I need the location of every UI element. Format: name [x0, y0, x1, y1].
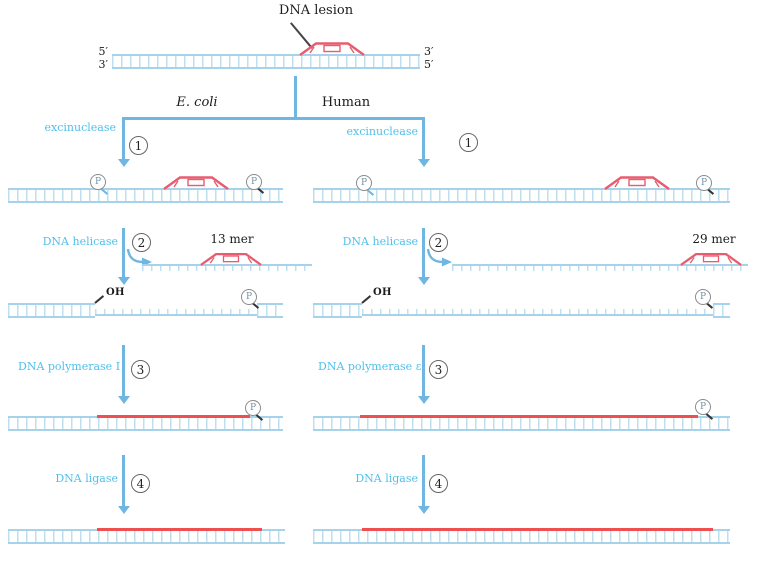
human-step2-arrow — [422, 228, 425, 278]
human-repaired-dna — [313, 529, 730, 544]
ecoli-step1-number: 1 — [129, 136, 148, 155]
human-sealed-new-strand — [362, 528, 713, 531]
ecoli-step2-number: 2 — [132, 233, 151, 252]
human-excinuclease-label: excinuclease — [346, 125, 418, 138]
ecoli-gap-single-strand — [95, 303, 257, 316]
phosphate-badge: P — [90, 174, 106, 190]
human-fragment-size-label: 29 mer — [692, 232, 736, 246]
human-step3-number: 3 — [429, 360, 448, 379]
phosphate-badge: P — [695, 289, 711, 305]
human-release-curve-arrow — [426, 249, 452, 267]
strand-end-3prime-right: 3′ — [424, 45, 434, 58]
human-gapped-duplex-left — [313, 303, 362, 318]
ecoli-lesion-bump-icon — [163, 176, 229, 190]
phosphate-badge: P — [241, 289, 257, 305]
human-excised-29mer-strand — [452, 264, 748, 275]
branch-label-human: Human — [321, 95, 371, 110]
ecoli-helicase-label: DNA helicase — [42, 235, 118, 248]
human-helicase-label: DNA helicase — [342, 235, 418, 248]
damaged-dna-duplex — [112, 54, 420, 69]
phosphate-badge: P — [696, 175, 712, 191]
phosphate-badge: P — [246, 174, 262, 190]
ecoli-step3-number: 3 — [131, 360, 150, 379]
ecoli-step3-arrow — [122, 345, 125, 397]
ecoli-fragment-size-label: 13 mer — [210, 232, 254, 246]
human-ligase-label: DNA ligase — [355, 472, 418, 485]
ecoli-dna-after-excision — [8, 188, 283, 203]
phosphate-badge: P — [695, 399, 711, 415]
hydroxyl-label: OH — [106, 287, 125, 298]
ecoli-step4-arrow — [122, 455, 125, 507]
human-step4-number: 4 — [429, 474, 448, 493]
human-step1-number: 1 — [459, 133, 478, 152]
dna-lesion-bump-icon — [299, 42, 365, 56]
human-new-dna-strand — [360, 415, 698, 418]
ecoli-gapped-duplex-left — [8, 303, 95, 318]
human-lesion-bump-icon — [604, 176, 670, 190]
human-dna-after-excision — [313, 188, 730, 203]
human-step2-number: 2 — [429, 233, 448, 252]
human-step1-arrow — [422, 117, 425, 160]
human-29mer-lesion-icon — [680, 253, 742, 266]
ecoli-step2-arrow — [122, 228, 125, 278]
ecoli-repaired-dna — [8, 529, 285, 544]
human-polymerase-label: DNA polymerase ε — [318, 360, 422, 373]
human-resynthesized-dna — [313, 416, 730, 431]
ecoli-polymerase-label: DNA polymerase I — [18, 360, 121, 373]
ecoli-new-dna-strand — [97, 415, 250, 418]
branch-horizontal-line — [122, 117, 424, 120]
ecoli-gapped-duplex-right — [257, 303, 283, 318]
ecoli-13mer-lesion-icon — [200, 253, 262, 266]
ecoli-ligase-label: DNA ligase — [55, 472, 118, 485]
ecoli-step4-number: 4 — [131, 474, 150, 493]
strand-end-3prime-left: 3′ — [98, 58, 109, 71]
strand-end-5prime-right: 5′ — [424, 58, 434, 71]
branch-stem-line — [294, 76, 297, 118]
hydroxyl-label: OH — [373, 287, 392, 298]
human-gapped-duplex-right — [713, 303, 730, 318]
ecoli-excised-13mer-strand — [142, 264, 312, 275]
ecoli-step1-arrow — [122, 117, 125, 160]
ecoli-excinuclease-label: excinuclease — [44, 121, 116, 134]
dna-lesion-label: DNA lesion — [278, 3, 354, 18]
ecoli-resynthesized-dna — [8, 416, 283, 431]
phosphate-badge: P — [356, 175, 372, 191]
human-step4-arrow — [422, 455, 425, 507]
branch-label-ecoli: E. coli — [176, 95, 218, 110]
ecoli-sealed-new-strand — [97, 528, 262, 531]
strand-end-5prime-left: 5′ — [98, 45, 109, 58]
human-step3-arrow — [422, 345, 425, 397]
phosphate-badge: P — [245, 400, 261, 416]
human-gap-single-strand — [362, 303, 713, 316]
